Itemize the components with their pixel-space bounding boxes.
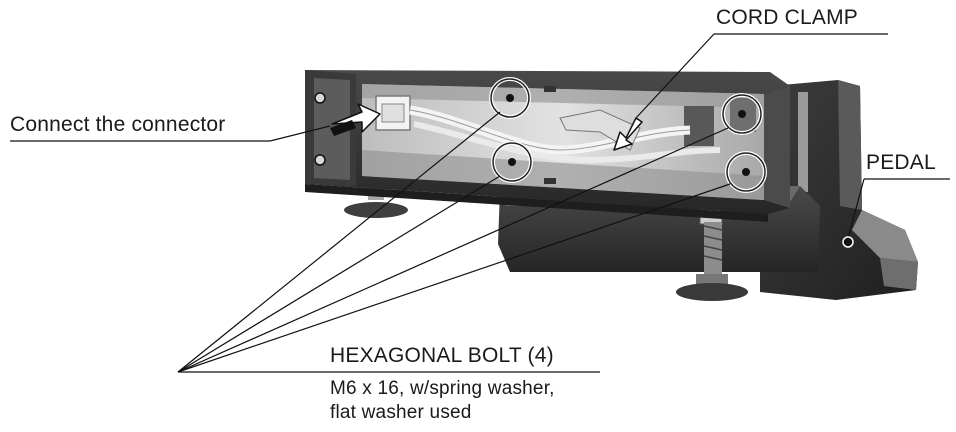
cord-clamp-label: CORD CLAMP <box>716 6 859 29</box>
leader-lines <box>10 33 950 373</box>
pedal-unit-illustration <box>305 70 918 301</box>
bolt-leader-3 <box>177 127 729 373</box>
cord-clamp-arrow <box>613 117 643 151</box>
cord-clamp-leader <box>635 33 715 119</box>
control-box <box>305 70 790 222</box>
connector-label: Connect the connector <box>10 113 226 136</box>
bolt-leader-1 <box>177 111 501 373</box>
connector-arrow <box>330 103 381 136</box>
pedal-label: PEDAL <box>866 151 936 174</box>
pedal-leader <box>847 178 865 239</box>
bolt-spec-line-2: flat washer used <box>330 402 472 423</box>
bolt-leader-2 <box>177 175 501 373</box>
bolt-spec-line-1: M6 x 16, w/spring washer, <box>330 378 555 399</box>
bolt-title-label: HEXAGONAL BOLT (4) <box>330 344 554 367</box>
pedal-leader-dot <box>842 236 854 248</box>
bolt-callouts <box>489 77 767 193</box>
bolt-leader-4 <box>177 183 731 373</box>
connector-leader <box>269 125 331 142</box>
